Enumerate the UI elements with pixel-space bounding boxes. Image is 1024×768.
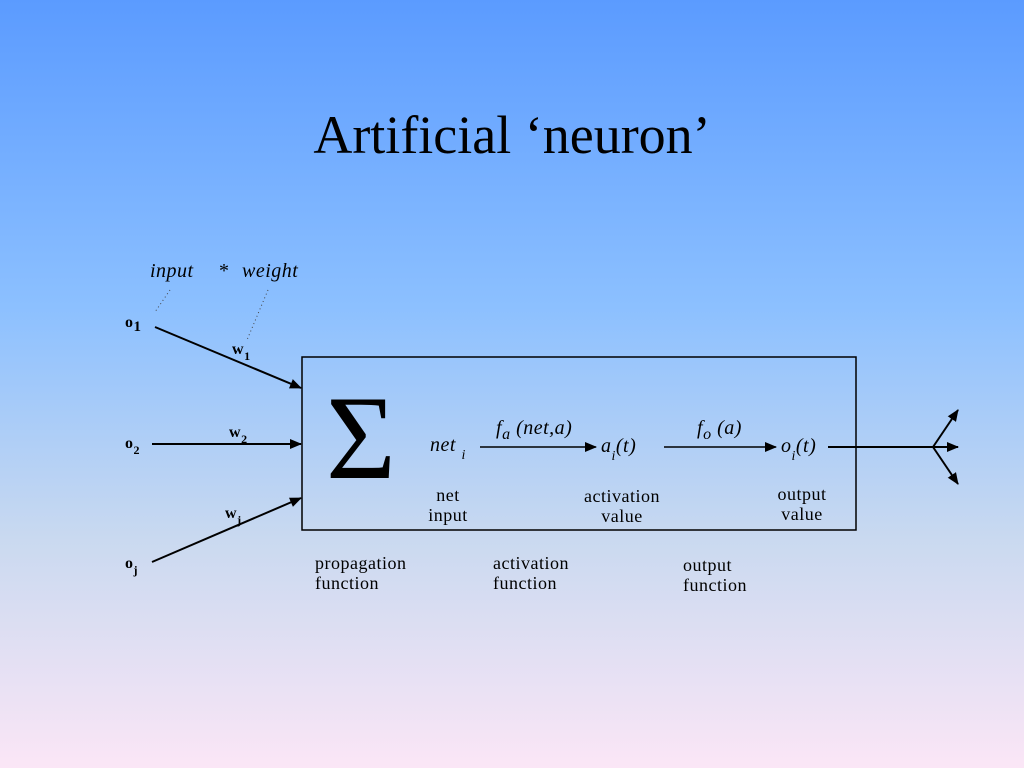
weight-wj: wj — [225, 505, 242, 527]
multiply-sign: * — [219, 260, 230, 282]
activation-function-symbol: fa (net,a) — [496, 417, 573, 443]
input-o2: o2 — [125, 435, 140, 457]
input-arrow-j — [151, 497, 302, 563]
input-o1: o1 — [125, 314, 142, 335]
output-value-symbol: oi(t) — [781, 435, 817, 464]
output-function-symbol: fo (a) — [697, 417, 742, 443]
input-annotation-line — [154, 289, 171, 313]
output-arrow-up — [932, 409, 959, 448]
output-arrow-down — [932, 446, 959, 485]
input-annotation: input — [150, 260, 194, 282]
weight-annotation: weight — [242, 260, 299, 282]
input-oj: oj — [125, 555, 138, 577]
slide-title: Artificial ‘neuron’ — [313, 105, 711, 165]
input-arrow-1 — [154, 326, 302, 389]
activation-value-symbol: ai(t) — [601, 435, 637, 464]
sigma-symbol: Σ — [326, 371, 396, 504]
weight-w2: w2 — [229, 424, 248, 446]
weight-w1: w1 — [232, 341, 251, 363]
neuron-box — [301, 356, 857, 531]
net-input-symbol: net i — [430, 434, 466, 463]
weight-annotation-line — [246, 289, 269, 341]
